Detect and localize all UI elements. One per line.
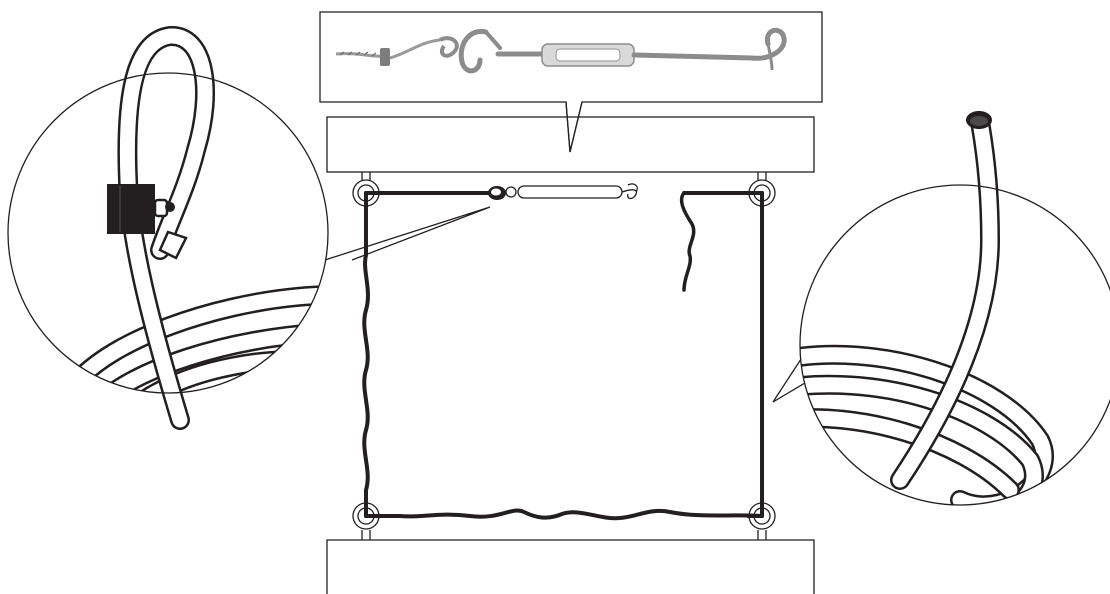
post-bottom-left (361, 530, 371, 540)
wire-clamp-icon (107, 26, 215, 430)
turnbuckle-icon (335, 27, 787, 74)
turnbuckle-callout (319, 11, 823, 153)
turnbuckle-in-frame (488, 183, 638, 200)
rope-end-icon (890, 111, 1000, 490)
rope-end-detail-callout (772, 111, 1110, 506)
post-top-left (361, 172, 371, 180)
clamp-detail-callout (7, 26, 491, 430)
post-top-right (757, 172, 767, 180)
top-beam (326, 116, 815, 173)
bottom-beam (326, 539, 815, 594)
post-bottom-right (757, 530, 767, 540)
wire-rope (362, 191, 764, 521)
